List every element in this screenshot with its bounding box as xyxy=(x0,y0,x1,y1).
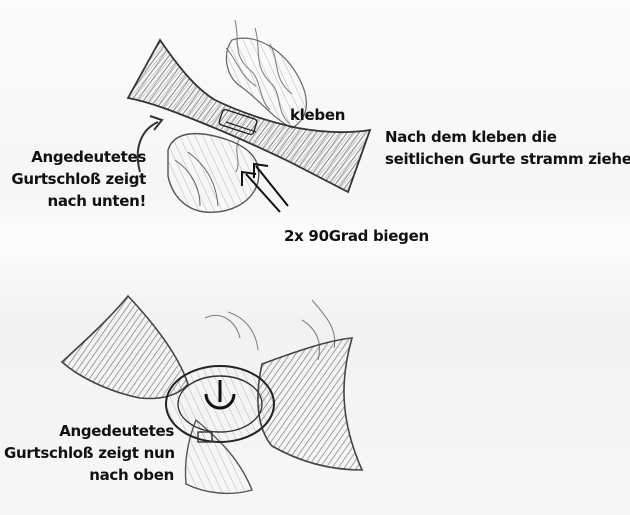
label-glue-text: kleben xyxy=(290,104,345,126)
label-glue: kleben xyxy=(290,104,345,126)
label-after-glue: Nach dem kleben die seitlichen Gurte str… xyxy=(385,126,630,170)
label-bottom-buckle-line2: Gurtschloß zeigt nun xyxy=(4,442,174,464)
label-bottom-buckle-line1: Angedeutetes xyxy=(4,420,174,442)
label-after-glue-line2: seitlichen Gurte stramm ziehen xyxy=(385,148,630,170)
label-bend: 2x 90Grad biegen xyxy=(284,225,429,247)
label-bend-text: 2x 90Grad biegen xyxy=(284,225,429,247)
bottom-left-wing xyxy=(62,296,188,398)
label-bottom-buckle: Angedeutetes Gurtschloß zeigt nun nach o… xyxy=(4,420,174,486)
label-top-buckle-line2: Gurtschloß zeigt xyxy=(8,168,146,190)
label-top-buckle-line1: Angedeutetes xyxy=(8,146,146,168)
buckle-disc xyxy=(166,366,274,442)
label-top-buckle-line3: nach unten! xyxy=(8,190,146,212)
label-bottom-buckle-line3: nach oben xyxy=(4,464,174,486)
label-top-buckle: Angedeutetes Gurtschloß zeigt nach unten… xyxy=(8,146,146,212)
label-after-glue-line1: Nach dem kleben die xyxy=(385,126,630,148)
